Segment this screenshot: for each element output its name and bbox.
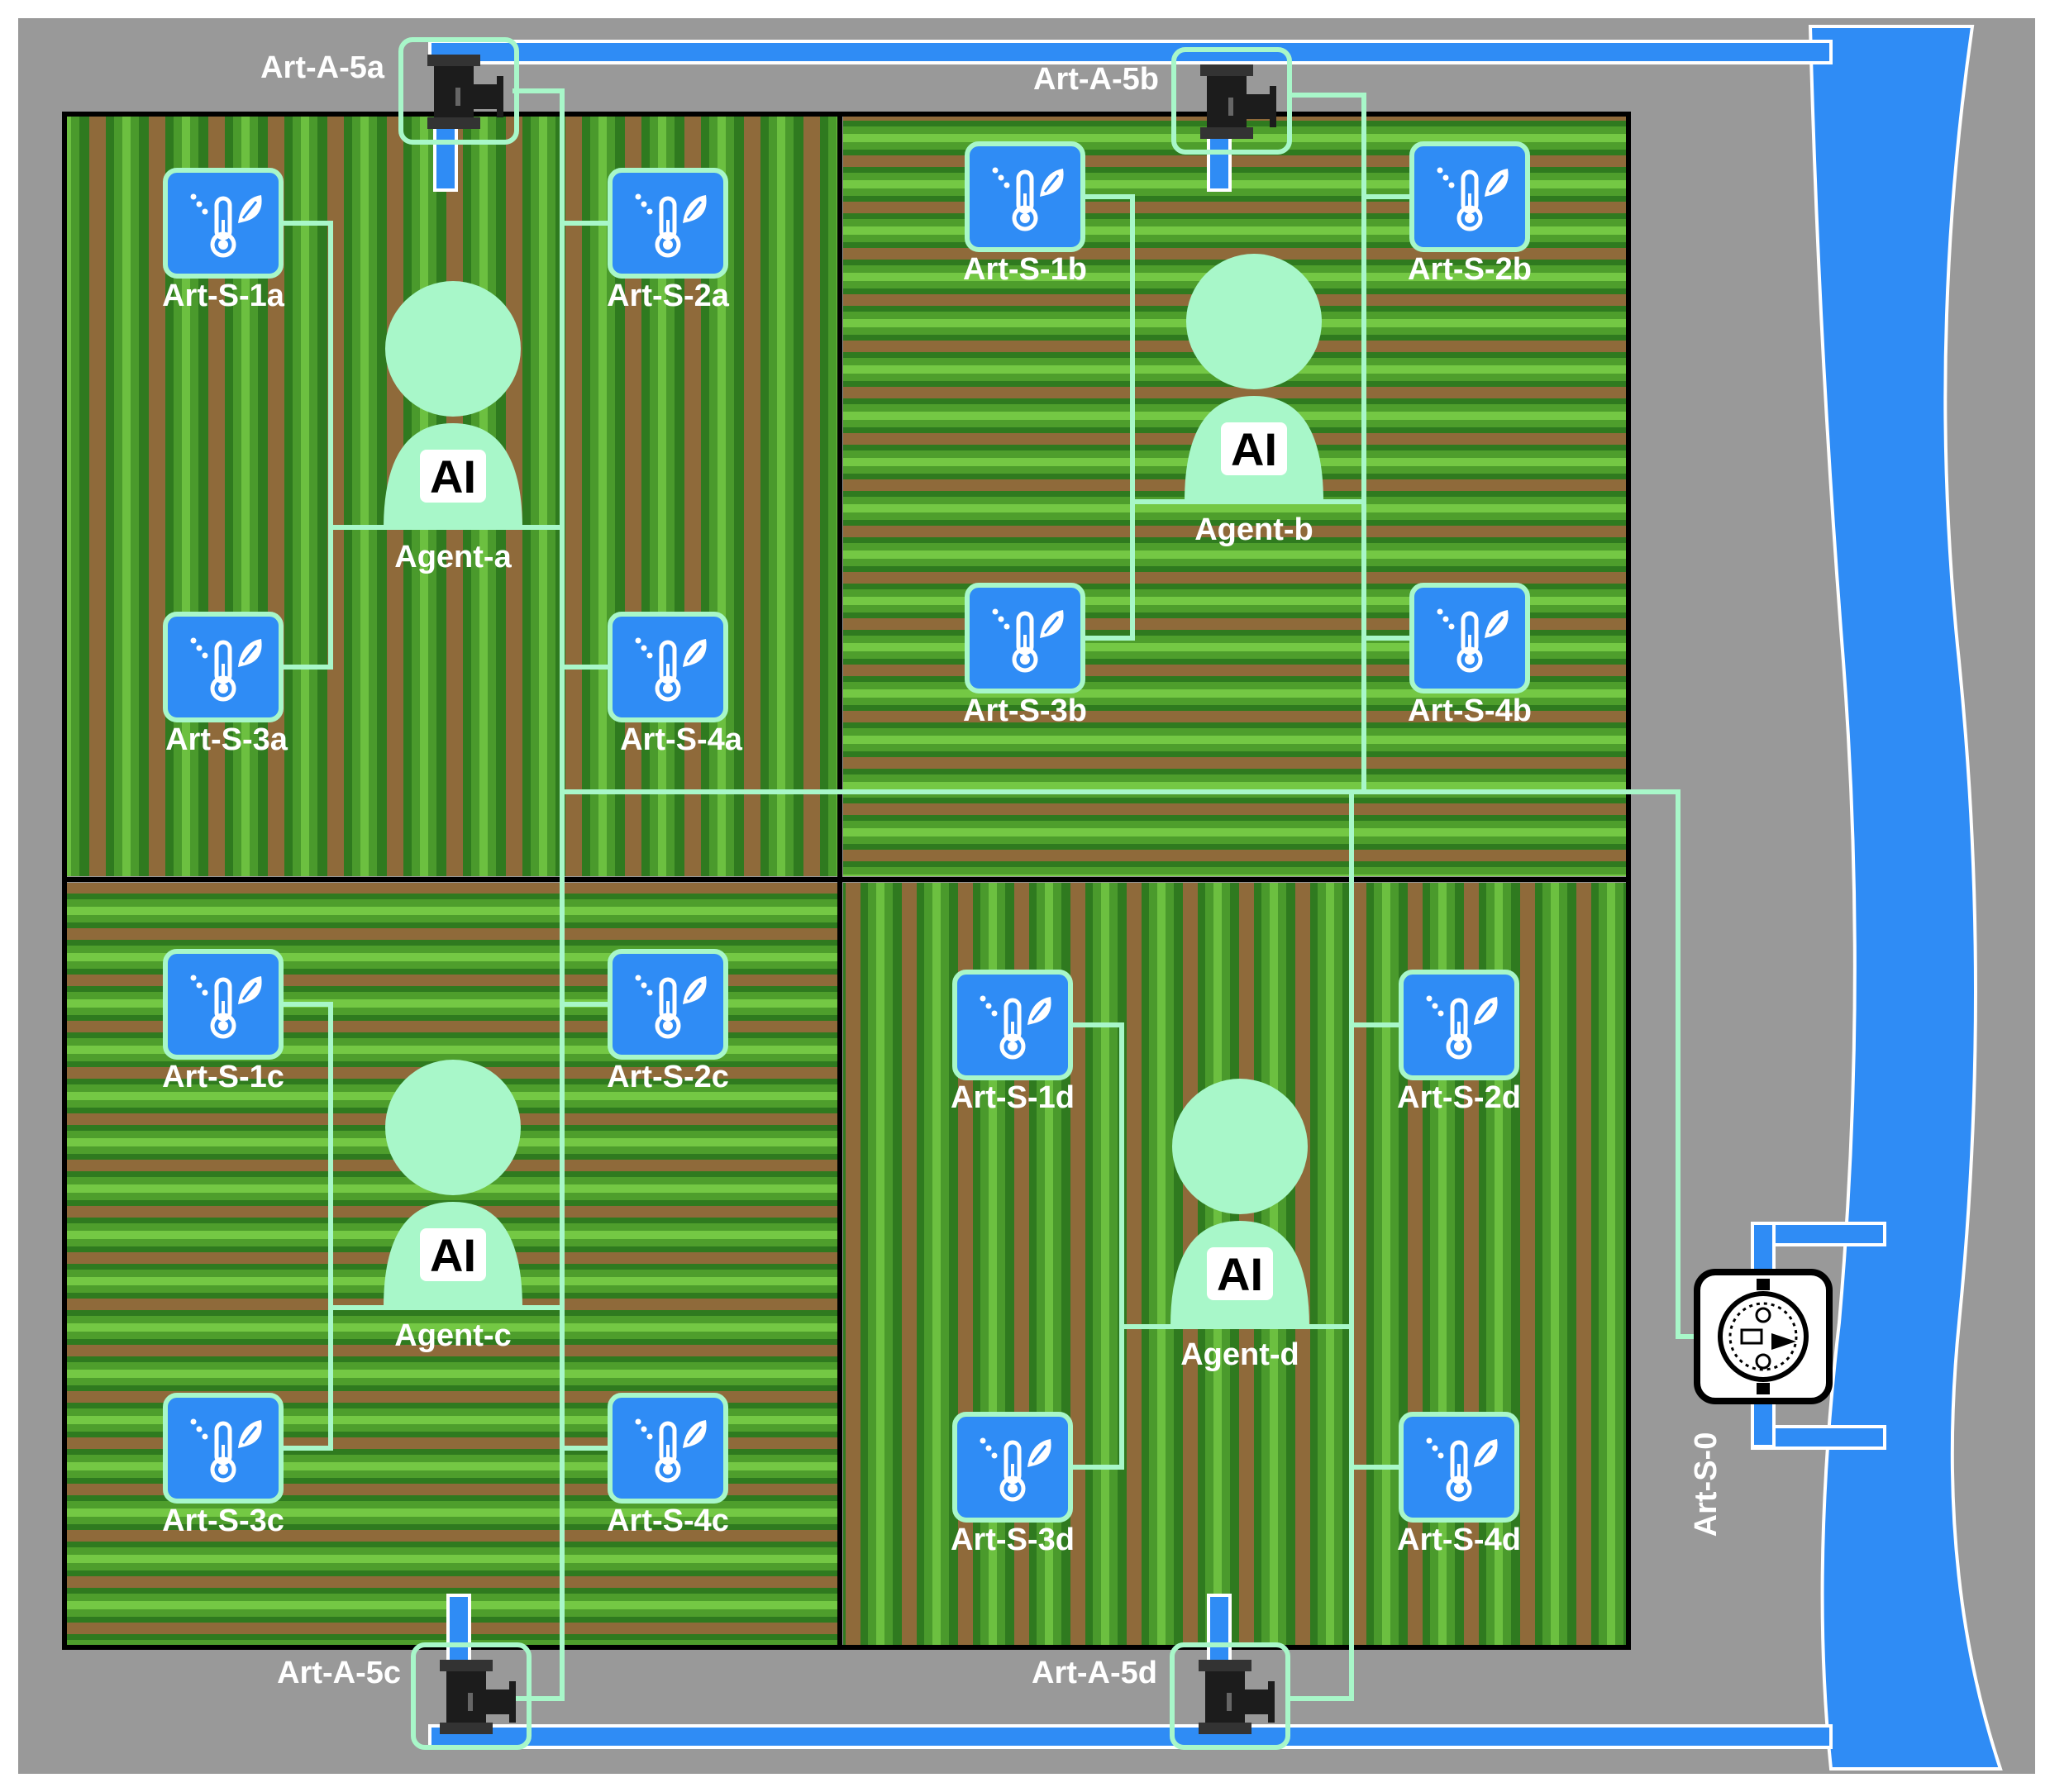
agent-b[interactable]: AI Agent-b — [1185, 254, 1323, 547]
ai-badge: AI — [1217, 1248, 1263, 1300]
agent-label: Agent-d — [1180, 1337, 1299, 1372]
sensor-label: Art-S-2b — [1408, 252, 1532, 287]
sensor-art-s-4b[interactable]: Art-S-4b — [1408, 585, 1532, 728]
actuator-art-a-5d[interactable]: Art-A-5d — [1032, 1645, 1288, 1747]
sensor-art-s-2b[interactable]: Art-S-2b — [1408, 144, 1532, 287]
soil-sensor-icon — [1412, 144, 1528, 250]
ai-agent-icon — [1170, 1079, 1309, 1327]
actuator-label: Art-A-5c — [277, 1656, 401, 1690]
sensor-label: Art-S-3d — [951, 1523, 1075, 1557]
main-pipe-top — [428, 40, 1833, 64]
sensor-art-s-4d[interactable]: Art-S-4d — [1397, 1414, 1521, 1557]
soil-sensor-icon — [610, 614, 726, 720]
soil-sensor-icon — [165, 951, 281, 1057]
sensor-art-s-1a[interactable]: Art-S-1a — [162, 170, 285, 313]
communication-wires — [281, 88, 1707, 1701]
sensor-art-s-4a[interactable]: Art-S-4a — [610, 614, 743, 757]
sensor-label: Art-S-2c — [607, 1060, 729, 1094]
soil-sensor-icon — [955, 1414, 1070, 1520]
valve-riser-c — [446, 1594, 471, 1663]
sensor-art-s-3c[interactable]: Art-S-3c — [162, 1395, 284, 1538]
sensor-label: Art-S-3c — [162, 1504, 284, 1538]
flow-meter-label: Art-S-0 — [1689, 1432, 1723, 1537]
sensor-label: Art-S-4a — [620, 722, 743, 757]
sensor-art-s-2c[interactable]: Art-S-2c — [607, 951, 729, 1094]
sensor-label: Art-S-1b — [963, 252, 1087, 287]
actuator-art-a-5c[interactable]: Art-A-5c — [277, 1645, 529, 1747]
agent-label: Agent-c — [394, 1318, 511, 1353]
valve-riser-d — [1207, 1594, 1232, 1663]
ai-badge: AI — [430, 1229, 476, 1281]
agent-d[interactable]: AI Agent-d — [1170, 1079, 1309, 1372]
soil-sensor-icon — [165, 1395, 281, 1501]
actuator-label: Art-A-5b — [1033, 62, 1159, 97]
soil-sensor-icon — [967, 585, 1083, 691]
soil-sensor-icon — [1401, 1414, 1517, 1520]
sensor-art-s-1d[interactable]: Art-S-1d — [951, 972, 1075, 1115]
soil-sensor-icon — [967, 144, 1083, 250]
sensor-art-s-1b[interactable]: Art-S-1b — [963, 144, 1087, 287]
sensor-art-s-2d[interactable]: Art-S-2d — [1397, 972, 1521, 1115]
agent-label: Agent-b — [1194, 512, 1313, 547]
actuator-art-a-5a[interactable]: Art-A-5a — [260, 40, 517, 142]
river — [1808, 25, 2003, 1771]
actuator-art-a-5b[interactable]: Art-A-5b — [1033, 50, 1290, 152]
ai-badge: AI — [430, 450, 476, 503]
soil-sensor-icon — [165, 170, 281, 276]
ai-agent-icon — [384, 281, 522, 529]
sensor-label: Art-S-1d — [951, 1080, 1075, 1115]
soil-sensor-icon — [610, 1395, 726, 1501]
sensor-label: Art-S-4c — [607, 1504, 729, 1538]
soil-sensor-icon — [1412, 585, 1528, 691]
sensor-art-s-1c[interactable]: Art-S-1c — [162, 951, 284, 1094]
sensor-label: Art-S-1c — [162, 1060, 284, 1094]
ai-agent-icon — [1185, 254, 1323, 502]
sensor-art-s-3b[interactable]: Art-S-3b — [963, 585, 1087, 728]
soil-sensor-icon — [610, 951, 726, 1057]
sensor-label: Art-S-3b — [963, 693, 1087, 728]
sensor-art-s-3d[interactable]: Art-S-3d — [951, 1414, 1075, 1557]
actuator-label: Art-A-5d — [1032, 1656, 1157, 1690]
flow-meter[interactable] — [1694, 1269, 1833, 1404]
soil-sensor-icon — [165, 614, 281, 720]
sensor-label: Art-S-2d — [1397, 1080, 1521, 1115]
valve-riser-a — [433, 122, 458, 192]
agent-a[interactable]: AI Agent-a — [384, 281, 522, 574]
sensor-label: Art-S-4d — [1397, 1523, 1521, 1557]
soil-sensor-icon — [610, 170, 726, 276]
sensor-label: Art-S-1a — [162, 279, 285, 313]
sensor-label: Art-S-2a — [607, 279, 730, 313]
ai-agent-icon — [384, 1060, 522, 1308]
agent-label: Agent-a — [394, 540, 512, 574]
sensor-label: Art-S-4b — [1408, 693, 1532, 728]
soil-sensor-icon — [1401, 972, 1517, 1078]
main-pipe-bottom — [428, 1724, 1833, 1749]
sensor-art-s-2a[interactable]: Art-S-2a — [607, 170, 730, 313]
water-flow-meter-icon — [1694, 1269, 1833, 1404]
ai-badge: AI — [1231, 423, 1277, 475]
sensor-art-s-3a[interactable]: Art-S-3a — [165, 614, 288, 757]
soil-sensor-icon — [955, 972, 1070, 1078]
sensor-art-s-4c[interactable]: Art-S-4c — [607, 1395, 729, 1538]
agent-c[interactable]: AI Agent-c — [384, 1060, 522, 1353]
sensor-label: Art-S-3a — [165, 722, 288, 757]
actuator-label: Art-A-5a — [260, 50, 385, 85]
